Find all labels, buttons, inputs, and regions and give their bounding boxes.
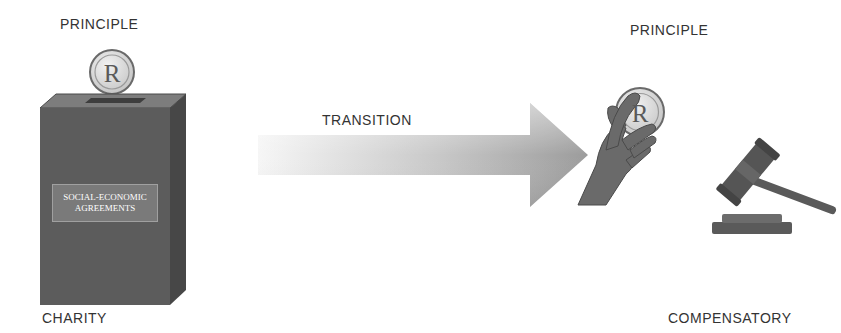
transition-label: TRANSITION bbox=[322, 112, 412, 128]
category-caption: CHARITY bbox=[42, 310, 107, 326]
category-caption: COMPENSATORY bbox=[668, 310, 791, 326]
donation-box: CHARITYSOCIAL-ECONOMIC AGREEMENTS bbox=[40, 108, 170, 305]
hand-illustration bbox=[578, 93, 656, 205]
gavel-illustration bbox=[712, 137, 832, 234]
coin-letter: R bbox=[104, 61, 121, 86]
heading-label: PRINCIPLE bbox=[630, 22, 708, 38]
donation-box-faces bbox=[40, 94, 186, 305]
agreement-plate: SOCIAL-ECONOMIC AGREEMENTS bbox=[52, 184, 158, 222]
transition-arrow bbox=[258, 103, 588, 207]
coin-letter: R bbox=[632, 101, 649, 126]
coin-symbol bbox=[90, 50, 134, 94]
heading-label: PRINCIPLE bbox=[60, 16, 138, 32]
plate-text: SOCIAL-ECONOMIC AGREEMENTS bbox=[57, 192, 153, 215]
